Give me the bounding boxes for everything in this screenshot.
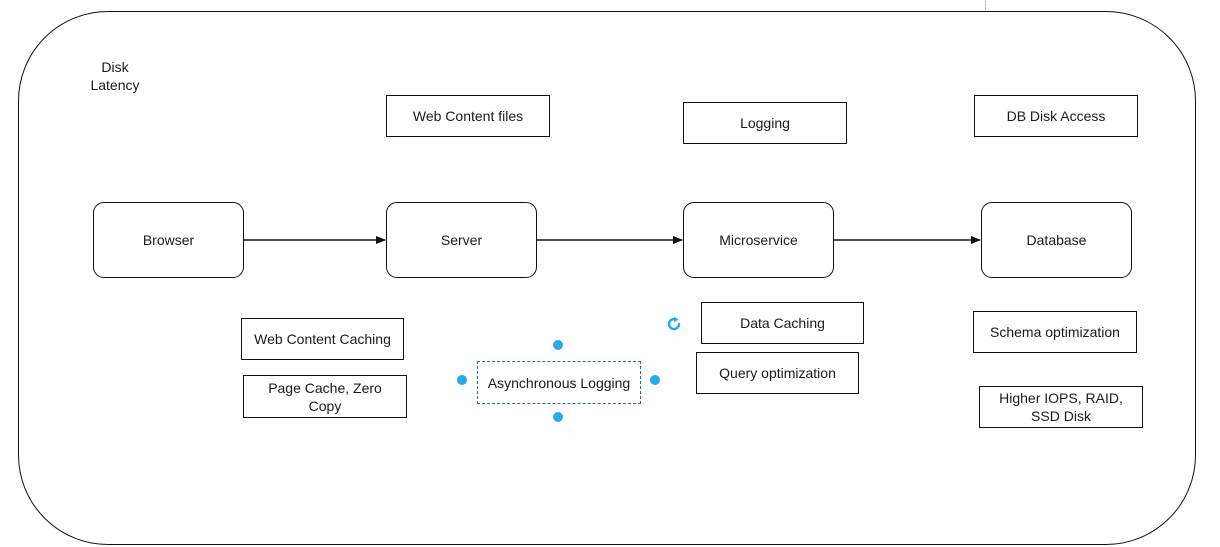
- selection-handle-left[interactable]: [457, 375, 467, 385]
- selection-handle-bottom[interactable]: [553, 412, 563, 422]
- box-label: Logging: [740, 115, 790, 131]
- node-label: Browser: [142, 232, 195, 248]
- box-label: Data Caching: [740, 315, 825, 331]
- box-label: Query optimization: [719, 365, 836, 381]
- node-label: Microservice: [719, 232, 798, 248]
- opt-schema-optimization[interactable]: Schema optimization: [973, 311, 1137, 353]
- latency-db-disk-access[interactable]: DB Disk Access: [974, 95, 1138, 137]
- box-label: Page Cache, Zero Copy: [268, 379, 382, 414]
- disk-latency-container[interactable]: [18, 11, 1196, 545]
- node-label: Database: [1026, 232, 1087, 248]
- diagram-title[interactable]: Disk Latency: [90, 59, 140, 93]
- node-server[interactable]: Server: [386, 202, 537, 278]
- node-label: Server: [440, 232, 483, 248]
- node-microservice[interactable]: Microservice: [683, 202, 834, 278]
- guide-line: [985, 0, 986, 10]
- node-database[interactable]: Database: [981, 202, 1132, 278]
- latency-logging[interactable]: Logging: [683, 102, 847, 144]
- rotate-icon[interactable]: [665, 315, 683, 333]
- opt-data-caching[interactable]: Data Caching: [701, 302, 864, 344]
- opt-page-cache-zero-copy[interactable]: Page Cache, Zero Copy: [243, 375, 407, 418]
- opt-asynchronous-logging[interactable]: Asynchronous Logging: [477, 361, 641, 404]
- latency-web-content-files[interactable]: Web Content files: [386, 95, 550, 137]
- opt-higher-iops-raid-ssd[interactable]: Higher IOPS, RAID, SSD Disk: [979, 386, 1143, 428]
- node-browser[interactable]: Browser: [93, 202, 244, 278]
- box-label: Higher IOPS, RAID, SSD Disk: [999, 390, 1123, 424]
- opt-query-optimization[interactable]: Query optimization: [696, 352, 859, 394]
- opt-web-content-caching[interactable]: Web Content Caching: [241, 318, 404, 360]
- box-label: DB Disk Access: [1006, 108, 1106, 124]
- box-label: Asynchronous Logging: [487, 374, 631, 391]
- box-label: Web Content files: [412, 108, 524, 124]
- selection-handle-right[interactable]: [650, 375, 660, 385]
- box-label: Schema optimization: [990, 324, 1120, 340]
- box-label: Web Content Caching: [254, 331, 391, 347]
- selection-handle-top[interactable]: [553, 340, 563, 350]
